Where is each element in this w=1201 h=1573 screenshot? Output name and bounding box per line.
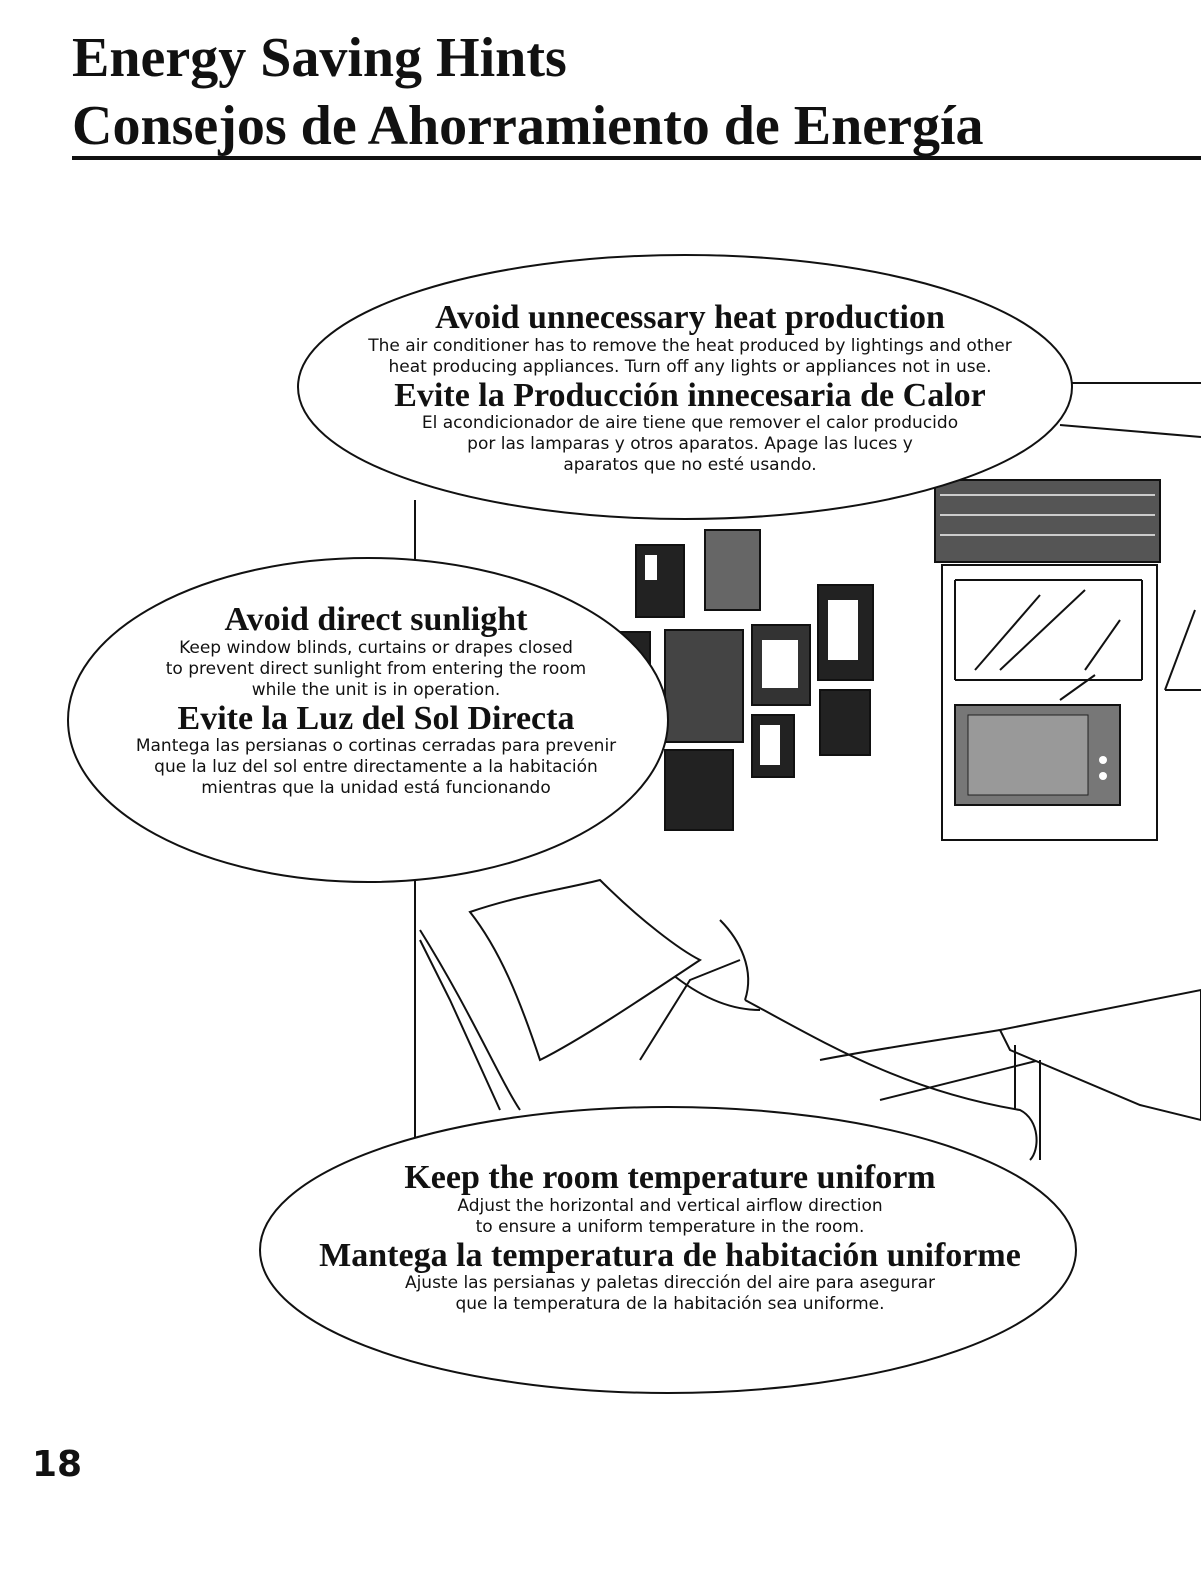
window-frame — [941, 564, 1158, 841]
hint-heading-en: Avoid unnecessary heat production — [435, 299, 945, 336]
hint-text-en: Adjust the horizontal and vertical airfl… — [457, 1195, 883, 1237]
hint-room-temperature: Keep the room temperature uniform Adjust… — [270, 1160, 1070, 1315]
bubble-direct-sunlight — [67, 557, 669, 883]
bubble-heat-production — [297, 254, 1073, 520]
window-valance — [934, 479, 1161, 563]
hint-text-es: Mantega las persianas o cortinas cerrada… — [135, 736, 617, 799]
hint-text-en: Keep window blinds, curtains or drapes c… — [165, 637, 587, 700]
hint-text-es: Ajuste las persianas y paletas dirección… — [404, 1273, 936, 1315]
hint-heading-es: Mantega la temperatura de habitación uni… — [319, 1236, 1021, 1274]
hint-direct-sunlight: Avoid direct sunlight Keep window blinds… — [96, 602, 656, 799]
page-title-english: Energy Saving Hints — [72, 27, 567, 89]
hint-text-en: The air conditioner has to remove the he… — [368, 335, 1012, 377]
hint-text-es: El acondicionador de aire tiene que remo… — [421, 413, 959, 476]
hint-heading-en: Keep the room temperature uniform — [404, 1159, 936, 1196]
bubble-room-temperature — [259, 1106, 1077, 1394]
sofa-arm — [419, 929, 521, 1111]
page-number: 18 — [32, 1444, 83, 1485]
hint-heading-en: Avoid direct sunlight — [224, 601, 528, 638]
hint-heading-es: Evite la Producción innecesaria de Calor — [394, 376, 986, 414]
page-title-spanish: Consejos de Ahorramiento de Energía — [72, 95, 984, 157]
title-rule — [72, 156, 1201, 160]
coffee-table-top — [998, 988, 1201, 1122]
wall-pictures — [609, 529, 874, 831]
pillow — [468, 878, 702, 1062]
hint-heading-es: Evite la Luz del Sol Directa — [177, 699, 575, 737]
hint-heat-production: Avoid unnecessary heat production The ai… — [330, 300, 1050, 476]
